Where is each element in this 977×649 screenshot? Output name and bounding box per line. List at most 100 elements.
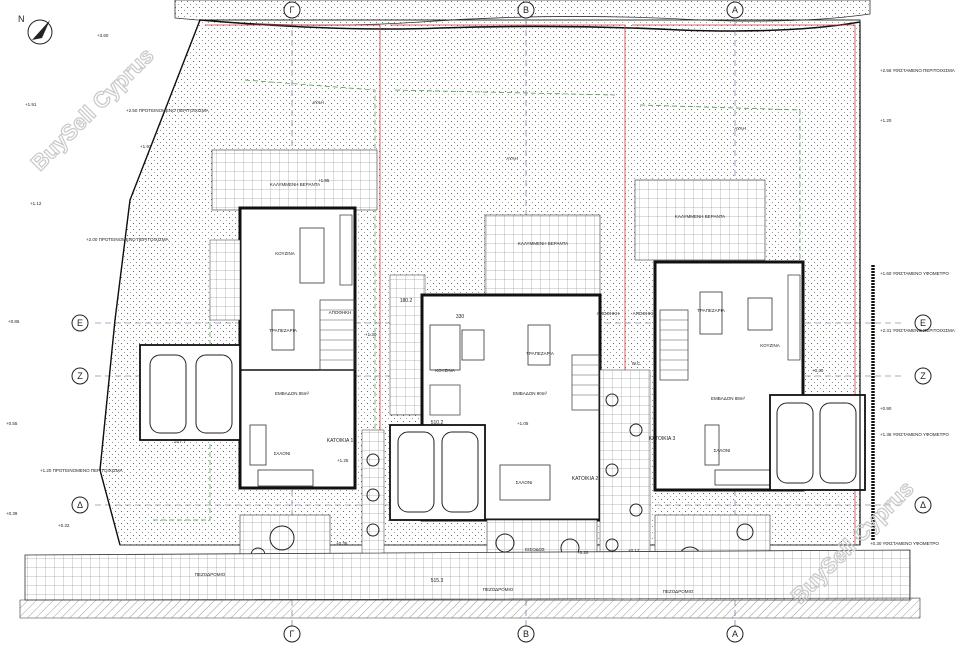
car-icon [776, 402, 814, 484]
level-annotation: +2.56 ΥΦΙΣΤΑΜΕΝΟ ΠΕΡΙΤΟΙΧΙΣΜΑ [880, 68, 955, 73]
unit-2-wc [429, 384, 461, 416]
level-annotation: +2.50 ΠΡΟΤΕΙΝΟΜΕΝΟ ΠΕΡΙΤΟΙΧΙΣΜΑ [126, 108, 209, 113]
level-annotation: +0.35 [336, 541, 348, 546]
level-annotation: +1.20 [880, 118, 892, 123]
plant-icon [629, 503, 643, 517]
dimension-label: 510.2 [431, 420, 444, 426]
inner-levels: +3.60 +1.95 +1.30 +1.25 +0.35 +0.20 +0.1… [58, 33, 824, 555]
grid-letter: Γ [290, 629, 295, 639]
garden-label: ΑΥΛΗ [312, 100, 324, 105]
level-annotation: +3.60 [97, 33, 109, 38]
unit-2-carport [389, 424, 486, 521]
dimension-labels: 180.2 330 510.2 517.7 515.3 [174, 298, 465, 584]
level-annotation: +1.36 ΥΦΙΣΤΑΜΕΝΟ ΥΦΟΜΕΤΡΟ [880, 432, 949, 437]
sidewalk-label: ΠΕΖΟΔΡΟΜΙΟ [195, 572, 226, 577]
unit-name: ΚΑΤΟΙΚΙΑ 1 [327, 438, 354, 444]
dining-label: ΤΡΑΠΕΖΑΡΙΑ [526, 351, 554, 356]
entrance-label: ΕΙΣΟΔΟΣ [525, 547, 545, 552]
unit-3-stairs [659, 309, 689, 381]
north-arrow-icon: N [18, 14, 53, 45]
grid-letter: E [77, 318, 83, 328]
unit-1-carport [139, 344, 241, 441]
level-annotation: +0.32 [58, 523, 70, 528]
sitting-label: ΣΑΛΟΝΙ [516, 480, 533, 485]
unit-1-veranda [211, 149, 378, 211]
level-annotation: +1.20 ΠΡΟΤΕΙΝΟΜΕΝΟ ΠΕΡΙΤΟΙΧΙΣΜΑ [40, 468, 123, 473]
level-annotation: +0.39 [6, 511, 18, 516]
level-annotation: +1.91 [25, 102, 37, 107]
level-annotation: +0.17 [628, 548, 640, 553]
level-annotation: +0.90 [880, 406, 892, 411]
grid-letter: E [920, 318, 926, 328]
dining-label: ΤΡΑΠΕΖΑΡΙΑ [269, 328, 297, 333]
unit-2-veranda [484, 214, 601, 296]
level-annotation: +0.20 [577, 550, 589, 555]
dimension-label: 330 [456, 314, 465, 320]
plant-icon [629, 423, 643, 437]
dimension-label: 515.3 [431, 578, 444, 584]
level-annotation: +1.12 [30, 201, 42, 206]
unit-name: ΚΑΤΟΙΚΙΑ 3 [649, 436, 676, 442]
level-annotation: +1.25 [337, 458, 349, 463]
unit-3 [599, 179, 866, 576]
grid-letter: A [732, 629, 738, 639]
grid-letters: Γ B A Γ B A E Z Δ E Z Δ [77, 5, 926, 639]
unit-2-kitchen-island [429, 324, 461, 371]
tree-icon [269, 525, 295, 551]
storage-label: ΑΠΟΘΗΚΗ [633, 311, 656, 316]
car-icon [195, 354, 233, 434]
car-icon [397, 431, 435, 513]
plant-icon [736, 523, 754, 541]
unit-1-sofa [249, 424, 267, 466]
living-label: ΕΜΒΑΔΟΝ 85m² [275, 391, 309, 396]
sitting-label: ΣΑΛΟΝΙ [274, 451, 291, 456]
plant-icon [605, 463, 619, 477]
level-annotation: +0.30 ΥΦΙΣΤΑΜΕΝΟ ΥΦΟΜΕΤΡΟ [870, 541, 939, 546]
level-annotation: +0.86 [8, 319, 20, 324]
wc-label: W.C [632, 361, 641, 366]
level-annotation: +1.95 [318, 178, 330, 183]
grid-letter: Γ [290, 5, 295, 15]
dimension-label: 180.2 [400, 298, 413, 304]
level-annotation: +1.93 [140, 144, 152, 149]
veranda-label: ΚΑΛΥΜΜΕΝΗ ΒΕΡΑΝΤΑ [675, 214, 725, 219]
grid-bubbles [71, 1, 932, 643]
level-annotation: +2.31 ΥΦΙΣΤΑΜΕΝΟ ΠΕΡΙΤΟΙΧΙΣΜΑ [880, 328, 955, 333]
plant-icon [366, 453, 380, 467]
sidewalk [19, 549, 921, 619]
unit-3-carport [769, 394, 866, 491]
unit-1-stairs [319, 299, 356, 371]
sitting-label: ΣΑΛΟΝΙ [714, 448, 731, 453]
unit-2-dining-table [527, 324, 551, 366]
veranda-label: ΚΑΛΥΜΜΕΝΗ ΒΕΡΑΝΤΑ [270, 182, 320, 187]
storage-label: ΑΠΟΘΗΚΗ [329, 310, 352, 315]
garden-label: ΑΥΛΗ [506, 156, 518, 161]
level-annotation: +0.55 [6, 421, 18, 426]
room-labels: ΚΑΛΥΜΜΕΝΗ ΒΕΡΑΝΤΑ ΚΟΥΖΙΝΑ ΤΡΑΠΕΖΑΡΙΑ ΕΜΒ… [195, 100, 780, 594]
unit-name: ΚΑΤΟΙΚΙΑ 2 [572, 476, 599, 482]
unit-3-veranda [634, 179, 766, 261]
dining-label: ΤΡΑΠΕΖΑΡΙΑ [697, 308, 725, 313]
unit-1-kitchen-island [299, 227, 325, 284]
grid-letter: A [732, 5, 738, 15]
sidewalk-label: ΠΕΖΟΔΡΟΜΙΟ [483, 587, 514, 592]
grid-letter: B [523, 629, 529, 639]
veranda-label: ΚΑΛΥΜΜΕΝΗ ΒΕΡΑΝΤΑ [518, 241, 568, 246]
garden-label: ΑΥΛΗ [734, 126, 746, 131]
level-annotation: +1.05 [517, 421, 529, 426]
sidewalk-label: ΠΕΖΟΔΡΟΜΙΟ [663, 589, 694, 594]
grid-letter: Δ [77, 500, 83, 510]
level-annotation: +2.00 ΠΡΟΤΕΙΝΟΜΕΝΟ ΠΕΡΙΤΟΙΧΙΣΜΑ [86, 237, 169, 242]
living-label: ΕΜΒΑΔΟΝ 90m² [513, 391, 547, 396]
svg-text:N: N [18, 14, 25, 24]
kitchen-label: ΚΟΥΖΙΝΑ [435, 368, 454, 373]
grid-letter: Z [77, 371, 83, 381]
unit-3-dining-table [699, 291, 723, 335]
unit-2 [361, 214, 602, 576]
unit-2-sofa [499, 464, 551, 501]
grid-letter: B [523, 5, 529, 15]
perimeter-walls [99, 19, 875, 546]
level-annotation: +1.30 [365, 332, 377, 337]
living-label: ΕΜΒΑΔΟΝ 88m² [711, 396, 745, 401]
